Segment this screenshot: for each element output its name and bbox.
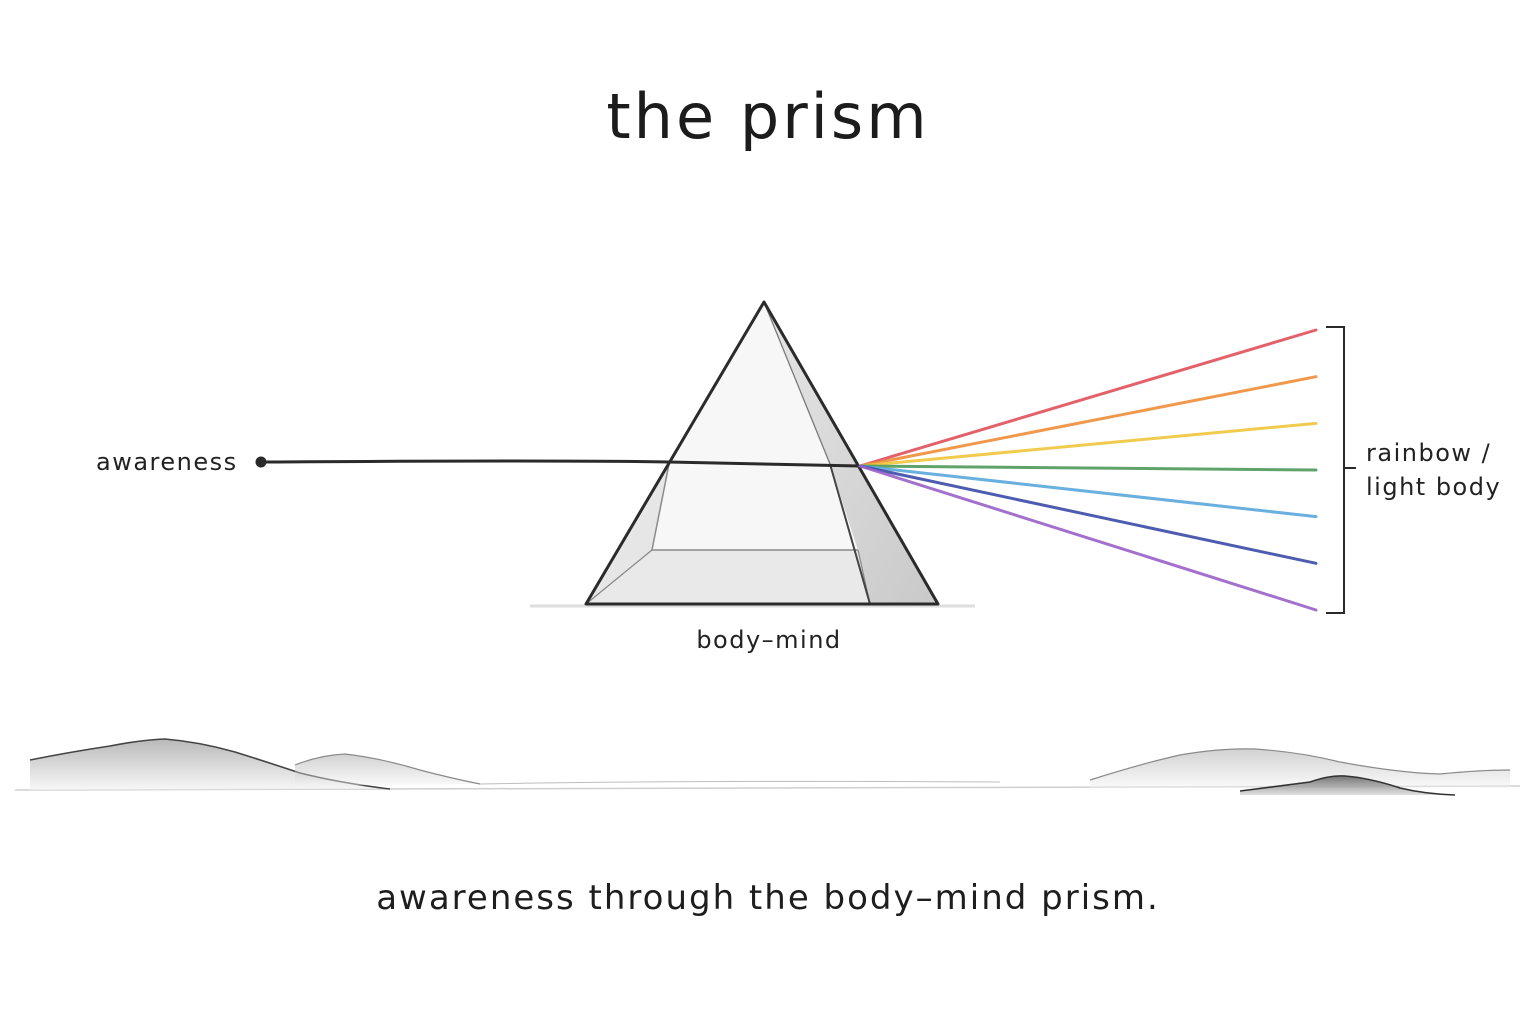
caption: awareness through the body–mind prism.	[376, 878, 1160, 918]
spectrum-rays	[858, 328, 1318, 612]
body-mind-text: body–mind	[696, 626, 842, 654]
body-mind-label: body–mind	[0, 626, 1536, 654]
spectrum-ray	[858, 464, 1318, 565]
page-title: the prism	[606, 80, 930, 153]
spectrum-ray	[858, 328, 1318, 468]
rainbow-label-line1: rainbow /	[1366, 439, 1492, 467]
landscape	[14, 738, 1521, 796]
prism	[584, 300, 940, 606]
rainbow-label: rainbow / light body	[1366, 436, 1501, 504]
awareness-beam	[255, 456, 861, 468]
awareness-label: awareness	[96, 448, 238, 476]
rainbow-label-line2: light body	[1366, 473, 1502, 501]
spectrum-ray	[858, 375, 1318, 468]
spectrum-ray	[858, 464, 1318, 472]
spectrum-ray	[858, 421, 1318, 468]
rainbow-bracket	[1326, 326, 1356, 614]
spectrum-ray	[858, 464, 1318, 612]
spectrum-ray	[858, 464, 1318, 519]
